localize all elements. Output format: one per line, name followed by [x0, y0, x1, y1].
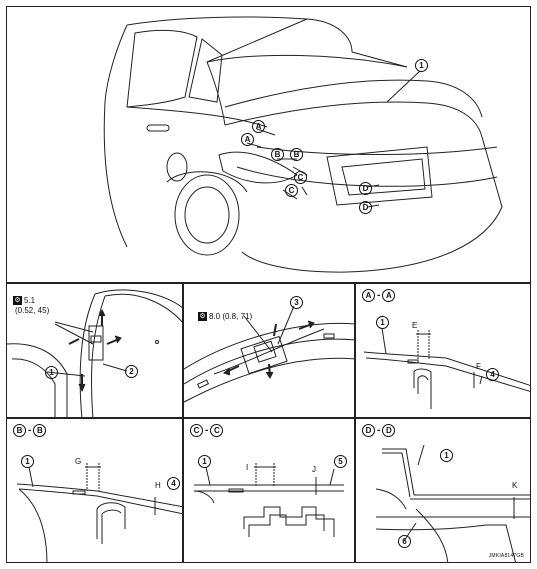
section-a-a-title: A - A: [362, 289, 396, 302]
dimension-j: J: [312, 465, 316, 474]
callout-section-d-lower: D: [359, 201, 372, 214]
section-c-right: C: [210, 424, 224, 437]
section-c-left: C: [190, 424, 203, 437]
section-a-left: A: [362, 289, 375, 302]
section-b-b-panel: B - B 1 G H 4: [6, 418, 183, 563]
section-a-a-panel: A - A 1 E F 4: [355, 283, 531, 418]
latch-illustration: [184, 305, 354, 403]
latch-torque-value: 8.0 (0.8, 71): [209, 312, 253, 321]
callout-section-c-left: C: [285, 184, 298, 197]
section-c-c-title: C - C: [190, 424, 224, 437]
callout-section-b-left: B: [271, 148, 284, 161]
callout-part-4-bb: 4: [167, 477, 180, 490]
section-c-c-panel: C - C 1 I J 5: [183, 418, 355, 563]
callout-part-1-aa: 1: [376, 316, 389, 329]
section-d-dash: -: [377, 425, 381, 436]
figure-code: JMKIA8147GB: [488, 553, 524, 559]
hinge-torque-spec: ⚙5.1 (0.52, 45): [13, 296, 49, 316]
section-c-c-drawing: [193, 463, 344, 537]
section-d-d-title: D - D: [362, 424, 396, 437]
callout-part-4-aa: 4: [486, 368, 499, 381]
dimension-e: E: [412, 321, 418, 330]
dimension-f: F: [476, 362, 481, 371]
section-a-right: A: [382, 289, 396, 302]
vehicle-rear-view-panel: 1 A A B B C C D D: [6, 6, 531, 283]
callout-part-5: 5: [334, 455, 347, 468]
vehicle-illustration: [103, 16, 503, 273]
callout-part-1-dd: 1: [440, 449, 453, 462]
section-d-d-panel: D - D 1 K 6 JMKIA8147GB: [355, 418, 531, 563]
latch-torque-spec: ⚙8.0 (0.8, 71): [198, 312, 252, 322]
callout-section-b-right: B: [290, 148, 303, 161]
hinge-torque-units: (0.52, 45): [15, 306, 50, 315]
section-d-d-drawing: [375, 444, 530, 562]
callout-part-1: 1: [415, 59, 428, 72]
callout-section-a-lower: A: [241, 133, 254, 146]
dimension-k: K: [512, 481, 518, 490]
latch-detail-panel: ⚙8.0 (0.8, 71) 3: [183, 283, 355, 418]
section-b-left: B: [13, 424, 26, 437]
section-b-dash: -: [28, 425, 32, 436]
section-b-b-drawing: [16, 463, 182, 562]
callout-section-a-upper: A: [252, 120, 265, 133]
section-c-dash: -: [205, 425, 209, 436]
section-b-b-title: B - B: [13, 424, 47, 437]
callout-section-c-right: C: [294, 171, 307, 184]
callout-part-3: 3: [290, 296, 303, 309]
callout-part-6: 6: [398, 535, 411, 548]
hinge-torque-value: 5.1: [24, 296, 36, 305]
torque-wrench-icon: ⚙: [13, 296, 22, 306]
section-d-right: D: [382, 424, 396, 437]
torque-wrench-icon-latch: ⚙: [198, 312, 207, 322]
section-d-left: D: [362, 424, 375, 437]
dimension-i: I: [246, 463, 249, 472]
callout-part-1-hinge: 1: [45, 366, 58, 379]
callout-part-2: 2: [125, 365, 138, 378]
dimension-g: G: [75, 457, 82, 466]
section-b-right: B: [33, 424, 47, 437]
callout-part-1-cc: 1: [198, 455, 211, 468]
callout-section-d-upper: D: [359, 182, 372, 195]
section-a-a-drawing: [363, 327, 530, 409]
section-a-dash: -: [377, 290, 381, 301]
callout-part-1-bb: 1: [21, 455, 34, 468]
hinge-detail-panel: ⚙5.1 (0.52, 45) 1 2: [6, 283, 183, 418]
dimension-h: H: [155, 481, 161, 490]
